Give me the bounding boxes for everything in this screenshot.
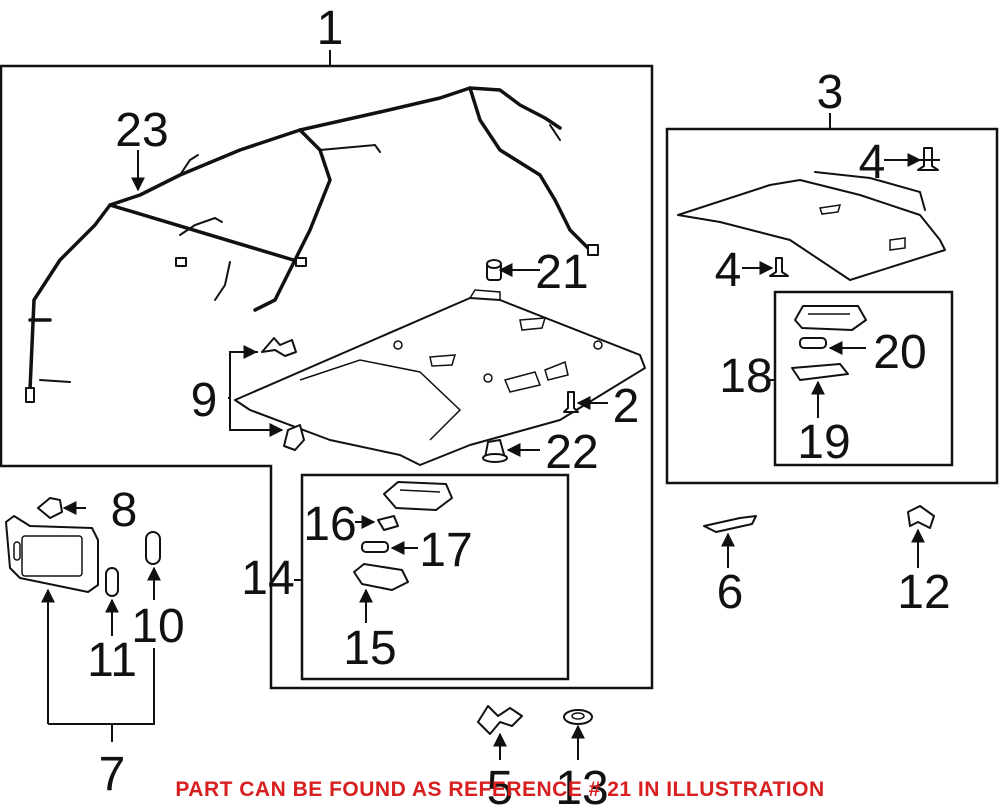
console-housing	[794, 305, 867, 331]
bracket-9-upper	[261, 337, 297, 357]
wiring-harness	[25, 86, 599, 403]
callout-10: 10	[131, 600, 184, 653]
plate-6	[703, 515, 757, 533]
callout-3: 3	[817, 66, 844, 119]
callout-8: 8	[111, 484, 138, 537]
headliner-panel	[234, 289, 646, 466]
callout-13: 13	[555, 762, 608, 810]
callout-5: 5	[487, 762, 514, 810]
callout-7: 7	[99, 748, 126, 801]
screw-2	[563, 391, 579, 413]
callout-11: 11	[87, 634, 137, 687]
sun-visor	[5, 515, 99, 593]
callout-14: 14	[241, 552, 294, 605]
callout-15: 15	[343, 622, 396, 675]
callout-19: 19	[797, 416, 850, 469]
lens-19	[791, 363, 849, 381]
callout-20: 20	[873, 326, 926, 379]
connector	[295, 257, 307, 267]
callout-12: 12	[897, 566, 950, 619]
group-frame-1	[0, 64, 654, 690]
holder-8	[37, 497, 63, 519]
callout-21: 21	[535, 246, 588, 299]
group-frame-3	[665, 127, 999, 485]
callout-4-upper: 4	[859, 136, 886, 189]
connector	[587, 244, 599, 256]
reference-notice: PART CAN BE FOUND AS REFERENCE # 21 IN I…	[175, 778, 825, 801]
group-frame-14	[300, 473, 570, 681]
callout-6: 6	[717, 566, 744, 619]
bracket-9-lower	[283, 424, 305, 451]
callout-23: 23	[115, 104, 168, 157]
washer-13	[563, 709, 593, 725]
clip-12	[907, 505, 935, 529]
leader-lines	[41, 150, 940, 760]
callout-2: 2	[613, 380, 640, 433]
connector	[175, 257, 187, 267]
lamp-16	[377, 515, 399, 531]
bracket-5	[477, 705, 523, 735]
rear-headliner-panel	[677, 171, 946, 281]
bulb-20	[799, 337, 827, 349]
dome-lamp-housing	[383, 481, 453, 511]
callout-17: 17	[419, 524, 472, 577]
connector	[25, 387, 35, 403]
clip-21	[486, 259, 502, 281]
lamp-lens-15	[353, 563, 409, 591]
callout-9: 9	[191, 374, 218, 427]
callout-16: 16	[303, 498, 356, 551]
clip-11	[105, 567, 119, 597]
clip-22	[482, 439, 508, 463]
bulb-17	[361, 541, 389, 553]
callout-22: 22	[545, 426, 598, 479]
callout-1: 1	[317, 2, 344, 55]
clip-4-lower	[769, 257, 789, 277]
callout-4-lower: 4	[715, 244, 742, 297]
group-frame-18	[773, 290, 954, 467]
clip-10	[145, 531, 161, 565]
callout-18: 18	[719, 350, 772, 403]
